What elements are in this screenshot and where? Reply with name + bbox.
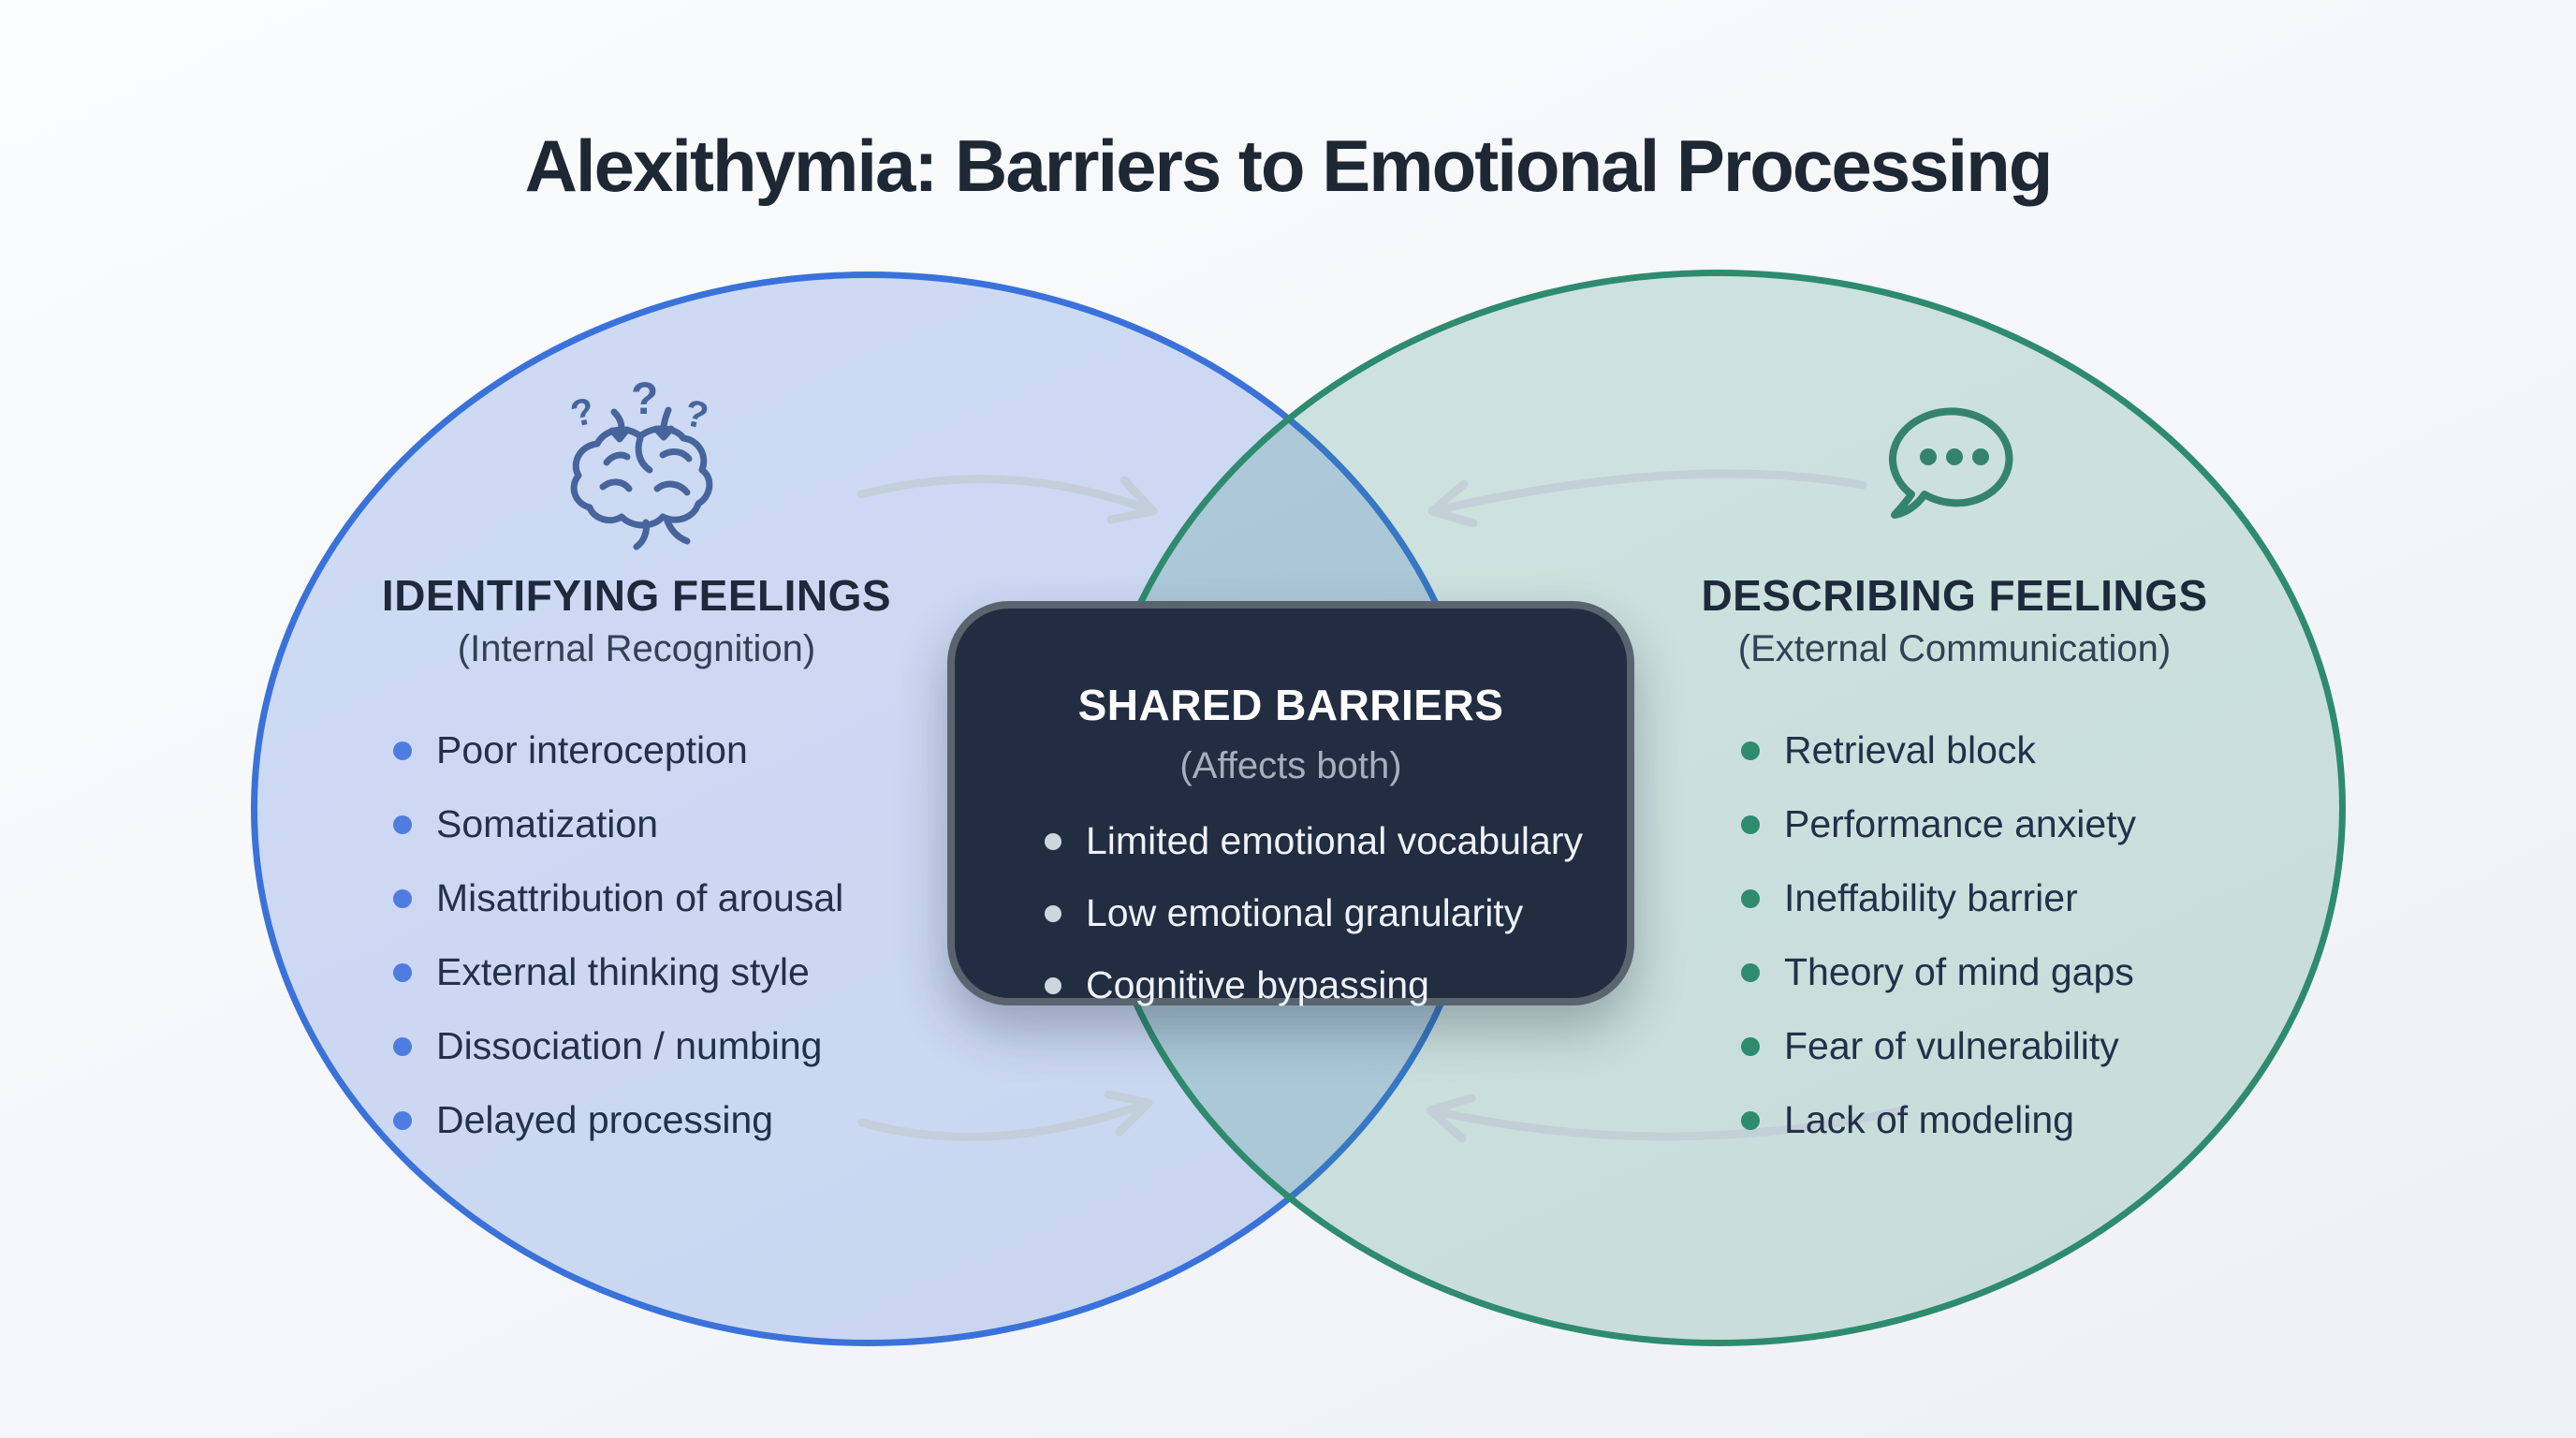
list-item: Limited emotional vocabulary	[1045, 805, 1583, 877]
list-item: Performance anxiety	[1741, 787, 2136, 861]
list-item: Poor interoception	[393, 713, 843, 787]
ellipsis-dots	[1920, 448, 1989, 465]
brain-question-icon: ? ? ?	[566, 374, 713, 550]
list-item-label: Performance anxiety	[1784, 802, 2137, 845]
shared-barriers-list: Limited emotional vocabulary Low emotion…	[1045, 805, 1583, 1021]
list-item: Lack of modeling	[1741, 1083, 2136, 1157]
list-item: External thinking style	[393, 935, 843, 1009]
svg-text:?: ?	[566, 390, 598, 436]
list-item: Theory of mind gaps	[1741, 935, 2136, 1009]
right-circle-subheading: (External Communication)	[1737, 627, 2172, 669]
list-item: Misattribution of arousal	[393, 861, 843, 935]
list-item-label: Theory of mind gaps	[1784, 950, 2134, 993]
list-item-label: Delayed processing	[436, 1098, 774, 1141]
list-item-label: Lack of modeling	[1784, 1098, 2074, 1141]
list-item-label: Poor interoception	[436, 728, 748, 771]
list-item: Fear of vulnerability	[1741, 1009, 2136, 1083]
left-circle-header: IDENTIFYING FEELINGS (Internal Recogniti…	[300, 571, 973, 671]
right-circle-header: DESCRIBING FEELINGS (External Communicat…	[1617, 571, 2291, 671]
list-item: Ineffability barrier	[1741, 861, 2136, 935]
list-item-label: Retrieval block	[1784, 728, 2036, 771]
list-item: Low emotional granularity	[1045, 877, 1583, 949]
bullet-dot-icon	[1741, 962, 1760, 982]
bullet-dot-icon	[393, 888, 412, 908]
bullet-dot-icon	[1741, 814, 1760, 834]
left-circle-list: Poor interoception Somatization Misattri…	[393, 713, 843, 1157]
list-item: Dissociation / numbing	[393, 1009, 843, 1083]
list-item-label: External thinking style	[436, 950, 810, 993]
list-item: Retrieval block	[1741, 713, 2136, 787]
left-circle-subheading: (Internal Recognition)	[457, 627, 816, 669]
list-item-label: Ineffability barrier	[1784, 876, 2078, 919]
bullet-dot-icon	[393, 1036, 412, 1056]
list-item: Delayed processing	[393, 1083, 843, 1157]
list-item-label: Misattribution of arousal	[436, 876, 844, 919]
bullet-dot-icon	[393, 814, 412, 834]
speech-bubble-icon	[1889, 407, 2013, 519]
shared-barriers-subheading: (Affects both)	[1179, 745, 1402, 786]
list-item: Somatization	[393, 787, 843, 861]
shared-barriers-box: SHARED BARRIERS (Affects both) Limited e…	[947, 601, 1634, 1006]
bullet-dot-icon	[1045, 832, 1061, 850]
shared-barriers-heading: SHARED BARRIERS	[1077, 681, 1504, 729]
bullet-dot-icon	[1741, 741, 1760, 760]
left-circle-heading: IDENTIFYING FEELINGS	[381, 571, 892, 620]
bullet-dot-icon	[393, 741, 412, 760]
list-item-label: Limited emotional vocabulary	[1086, 819, 1583, 862]
list-item-label: Cognitive bypassing	[1086, 963, 1429, 1006]
bullet-dot-icon	[1741, 1110, 1760, 1130]
list-item-label: Low emotional granularity	[1086, 891, 1524, 934]
list-item-label: Somatization	[436, 802, 659, 845]
bullet-dot-icon	[1741, 1036, 1760, 1056]
bullet-dot-icon	[1741, 888, 1760, 908]
right-circle-list: Retrieval block Performance anxiety Inef…	[1741, 713, 2136, 1157]
list-item: Cognitive bypassing	[1045, 949, 1583, 1021]
bullet-dot-icon	[393, 962, 412, 982]
bullet-dot-icon	[393, 1110, 412, 1130]
svg-text:?: ?	[631, 374, 658, 424]
list-item-label: Dissociation / numbing	[436, 1024, 823, 1067]
bullet-dot-icon	[1045, 904, 1061, 922]
page-title: Alexithymia: Barriers to Emotional Proce…	[524, 125, 2054, 207]
list-item-label: Fear of vulnerability	[1784, 1024, 2119, 1067]
right-circle-heading: DESCRIBING FEELINGS	[1701, 571, 2208, 620]
svg-text:?: ?	[681, 392, 711, 437]
bullet-dot-icon	[1045, 976, 1061, 994]
